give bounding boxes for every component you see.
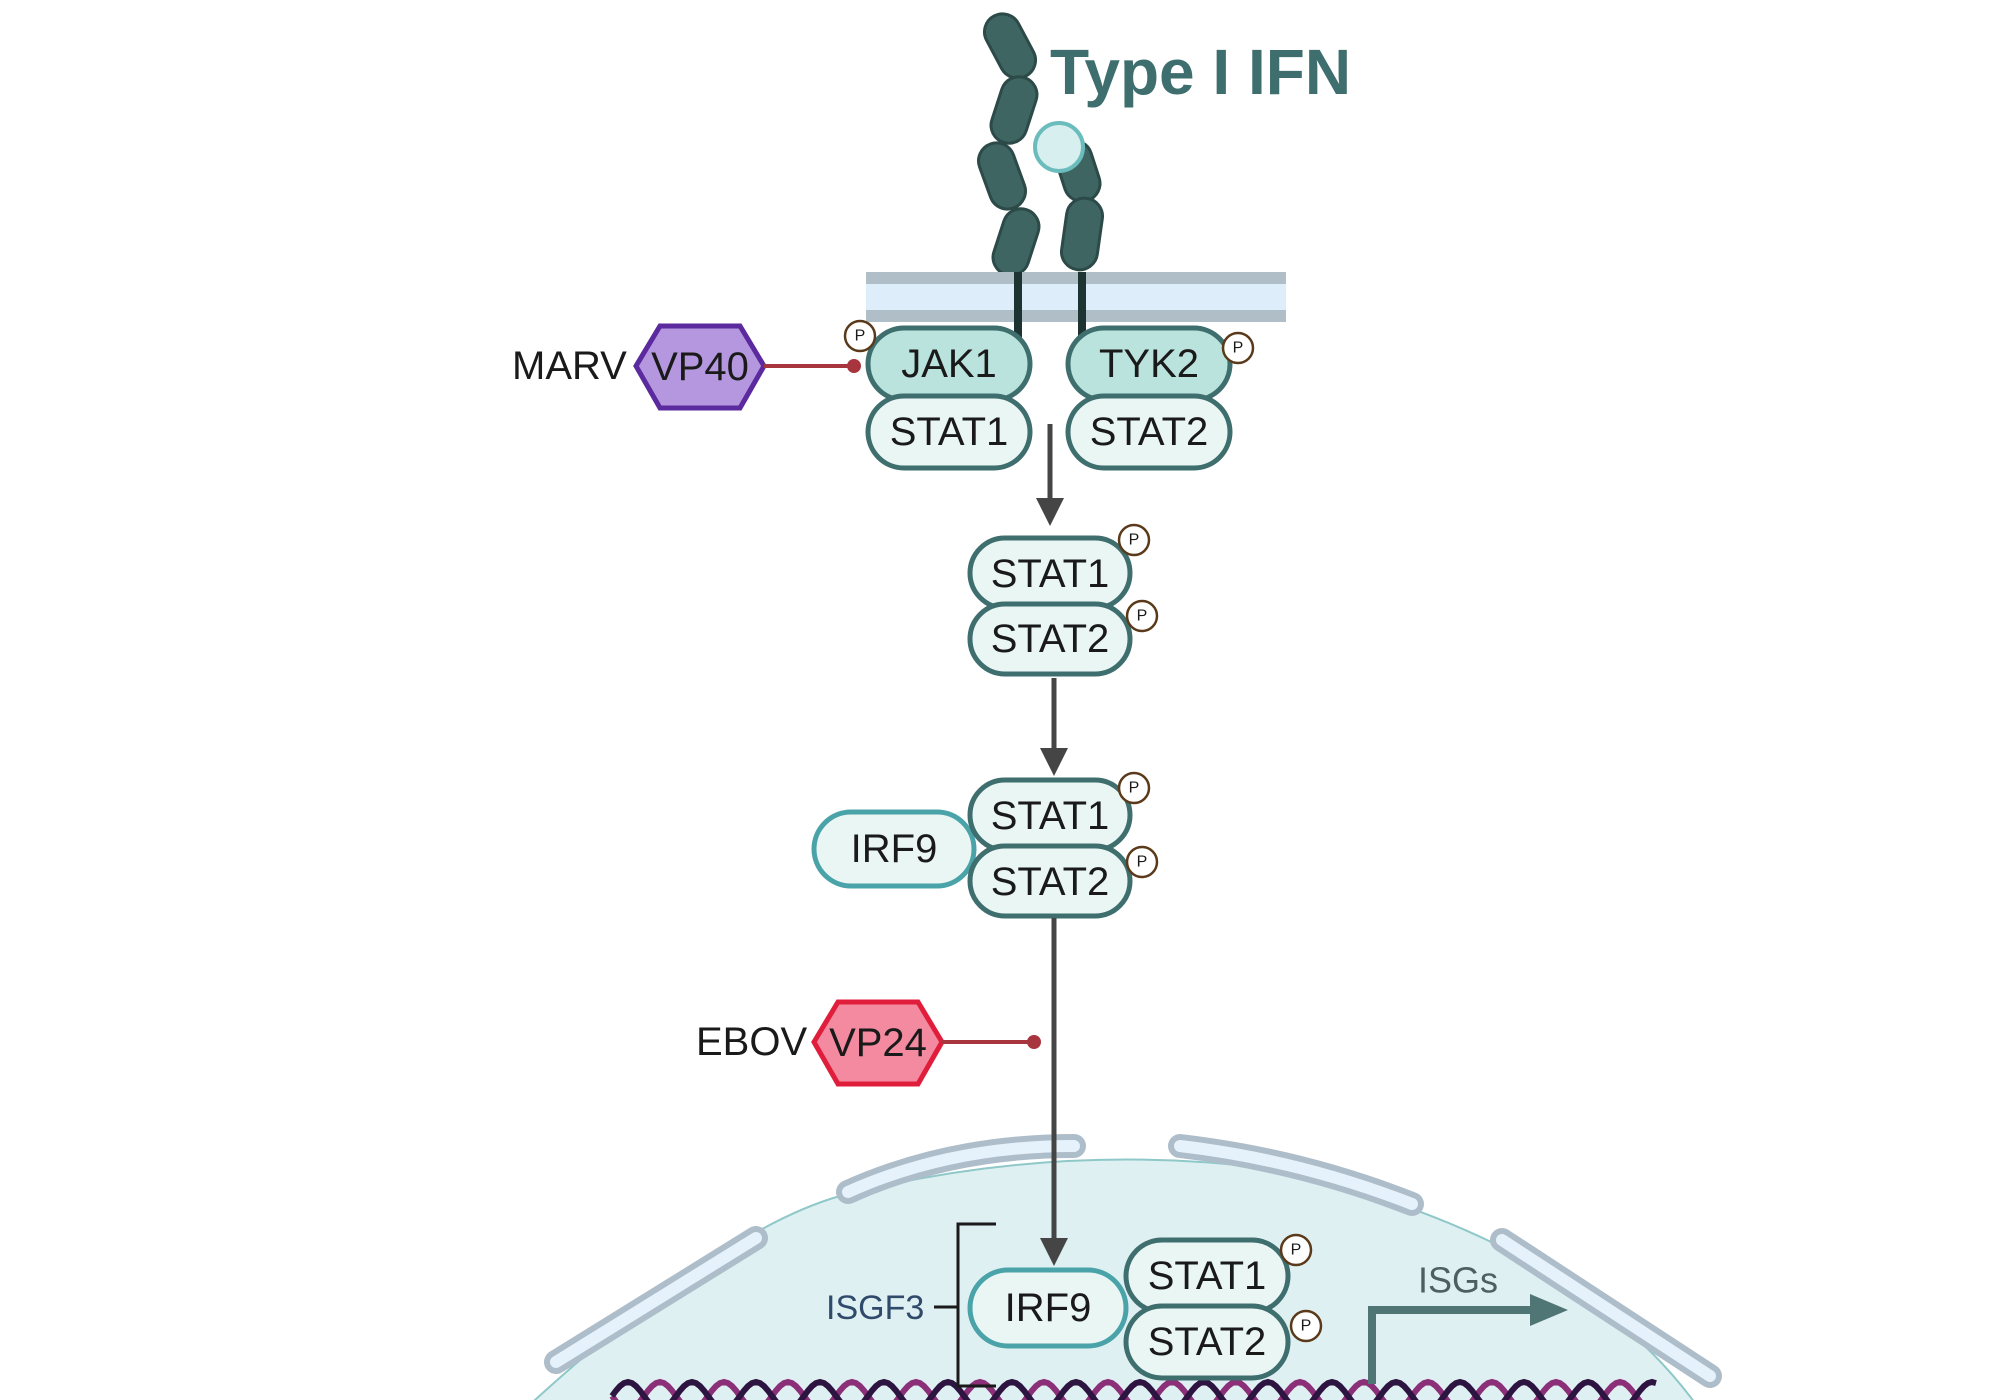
ifn-ligand	[1033, 121, 1085, 173]
svg-text:P: P	[1301, 1318, 1312, 1335]
vp40-inhibition-end	[847, 359, 861, 373]
marv-label: MARV	[512, 344, 627, 388]
phospho-badge: P	[1117, 523, 1151, 557]
stat2-receptor-label: STAT2	[1090, 410, 1209, 454]
nuclear-import-arrow	[1040, 918, 1068, 1266]
activation-arrow	[1036, 424, 1064, 526]
cell-membrane	[866, 272, 1286, 322]
vp24-inhibition-end	[1027, 1035, 1041, 1049]
svg-text:P: P	[1129, 532, 1140, 549]
jak1-label: JAK1	[901, 342, 997, 386]
isgs-label: ISGs	[1418, 1260, 1498, 1301]
jak1-node: JAK1	[865, 325, 1033, 403]
phospho-badge: P	[1279, 1233, 1313, 1267]
nuclear-stat1-label: STAT1	[1148, 1254, 1267, 1298]
stat2-phospho-node: STAT2	[967, 601, 1133, 677]
phospho-badge: P	[1125, 845, 1159, 879]
dimer-stat2-label: STAT2	[991, 617, 1110, 661]
vp24-label: VP24	[829, 1021, 927, 1065]
svg-text:P: P	[1291, 1242, 1302, 1259]
nuclear-stat2-node: STAT2	[1123, 1303, 1291, 1381]
activation-arrow	[1040, 678, 1068, 776]
phospho-badge: P	[1125, 599, 1159, 633]
dna-helix	[609, 1378, 1657, 1400]
irf9-node: IRF9	[811, 809, 977, 889]
phospho-badge: P	[1221, 331, 1255, 365]
svg-text:P: P	[1233, 340, 1244, 357]
complex-stat2-node: STAT2	[967, 843, 1133, 919]
ebov-label: EBOV	[696, 1020, 807, 1064]
phospho-badge: P	[1117, 771, 1151, 805]
tyk2-node: TYK2	[1065, 325, 1233, 403]
isgf3-label: ISGF3	[826, 1289, 924, 1327]
phospho-badge: P	[843, 319, 877, 353]
stat1-receptor-label: STAT1	[890, 410, 1009, 454]
vp24-hexagon: VP24	[811, 999, 945, 1087]
svg-text:P: P	[1137, 608, 1148, 625]
transcription-arrow	[1368, 1294, 1568, 1384]
vp40-label: VP40	[651, 345, 749, 389]
nuclear-stat2-label: STAT2	[1148, 1320, 1267, 1364]
stat1-phospho-node: STAT1	[967, 535, 1133, 611]
stat2-receptor-node: STAT2	[1065, 393, 1233, 471]
svg-text:P: P	[855, 328, 866, 345]
dimer-stat1-label: STAT1	[991, 552, 1110, 596]
stat1-receptor-node: STAT1	[865, 393, 1033, 471]
tyk2-label: TYK2	[1099, 342, 1199, 386]
isgf3-bracket	[934, 1222, 996, 1388]
vp40-hexagon: VP40	[633, 323, 767, 411]
complex-stat1-node: STAT1	[967, 777, 1133, 853]
nuclear-envelope	[544, 1134, 1722, 1388]
complex-stat2-label: STAT2	[991, 860, 1110, 904]
svg-text:P: P	[1129, 780, 1140, 797]
phospho-badge: P	[1289, 1309, 1323, 1343]
nuclear-irf9-node: IRF9	[967, 1267, 1129, 1349]
nuclear-stat1-node: STAT1	[1123, 1237, 1291, 1315]
complex-irf9-label: IRF9	[851, 827, 938, 871]
svg-text:P: P	[1137, 854, 1148, 871]
diagram-title: Type I IFN	[1050, 36, 1351, 108]
complex-stat1-label: STAT1	[991, 794, 1110, 838]
nuclear-irf9-label: IRF9	[1005, 1286, 1092, 1330]
